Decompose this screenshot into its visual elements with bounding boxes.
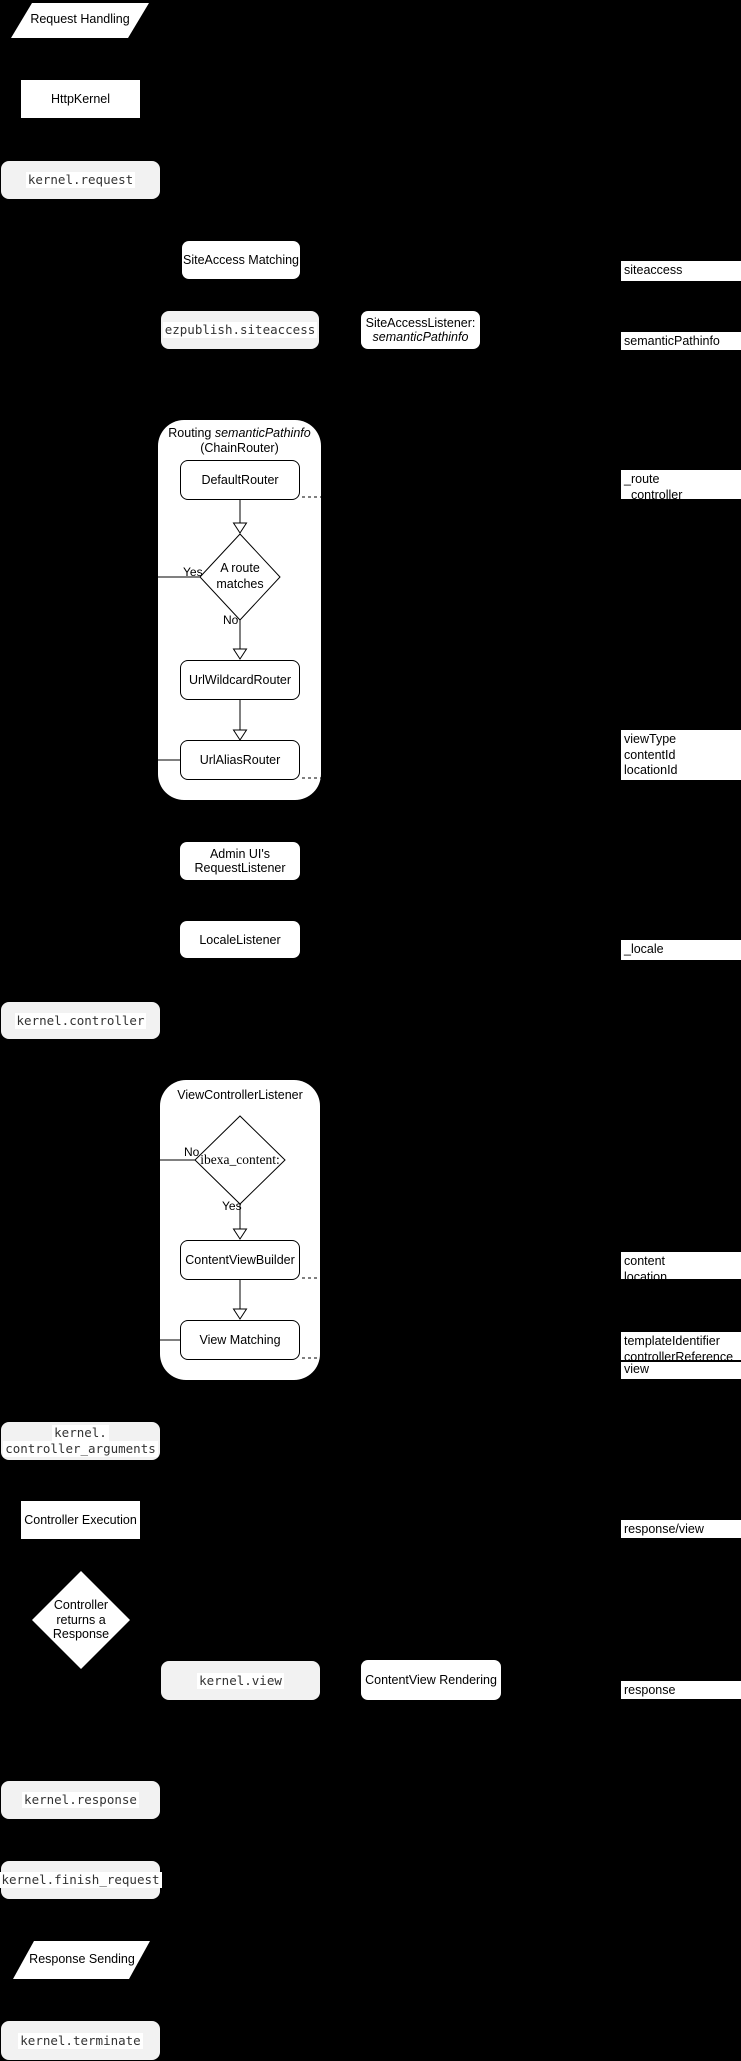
kernel-view-label: kernel.view xyxy=(197,1672,284,1689)
locationid-output-line: locationId xyxy=(624,763,678,777)
kernel-view-event: kernel.view xyxy=(161,1661,320,1700)
yes-label-routing: Yes xyxy=(183,565,203,579)
route-matches-line1: A route xyxy=(220,561,260,575)
viewtype-output-line: viewType xyxy=(624,732,677,746)
siteaccess-listener-box: SiteAccessListener: semanticPathinfo xyxy=(361,311,480,349)
routing-title-line2: (ChainRouter) xyxy=(200,441,279,455)
template-identifier-output-label: templateIdentifier controllerReference xyxy=(621,1332,741,1364)
kernel-controller-event: kernel.controller xyxy=(1,1002,160,1039)
request-handling-label: Request Handling xyxy=(30,12,130,26)
controller-reference-output-line: controllerReference xyxy=(624,1349,734,1364)
no-label-vcl: No xyxy=(184,1145,200,1159)
kernel-response-event: kernel.response xyxy=(1,1781,160,1819)
controller-returns-line3: Response xyxy=(52,1627,110,1641)
template-identifier-output-line: templateIdentifier xyxy=(624,1334,720,1348)
view-matching-box: View Matching xyxy=(180,1320,300,1360)
view-output-label: view xyxy=(621,1362,741,1379)
siteaccess-listener-line2: semanticPathinfo xyxy=(372,330,469,344)
url-alias-router-box: UrlAliasRouter xyxy=(180,740,300,780)
view-controller-listener-title: ViewControllerListener xyxy=(177,1088,303,1102)
route-output-line: _route xyxy=(624,472,660,486)
ezpublish-siteaccess-event: ezpublish.siteaccess xyxy=(161,311,319,349)
controller-returns-line1: Controller xyxy=(53,1598,109,1612)
routing-title-italic: semanticPathinfo xyxy=(214,426,311,440)
httpkernel-box: HttpKernel xyxy=(21,80,140,118)
response-view-output-label: response/view xyxy=(621,1520,741,1538)
admin-ui-line2: RequestListener xyxy=(194,861,286,875)
route-matches-line2: matches xyxy=(216,576,264,591)
kernel-controller-arguments-event: kernel. controller_arguments xyxy=(1,1422,160,1460)
kernel-terminate-event: kernel.terminate xyxy=(1,2021,160,2060)
response-output-label: response xyxy=(621,1681,741,1699)
ibexa-content-label: ibexa_content: xyxy=(200,1152,280,1167)
kernel-controller-label: kernel.controller xyxy=(14,1012,147,1029)
contentview-rendering-box: ContentView Rendering xyxy=(361,1660,501,1700)
location-output-line: location xyxy=(624,1269,668,1284)
route-controller-output-label: _route _controller xyxy=(621,470,741,502)
kernel-controller-arguments-line1: kernel. xyxy=(52,1425,109,1441)
viewtype-output-label: viewType contentId locationId xyxy=(621,730,741,780)
response-sending-label: Response Sending xyxy=(29,1952,135,1966)
route-matches-label: A route matches xyxy=(195,561,285,592)
content-output-line: content xyxy=(624,1254,666,1268)
kernel-terminate-label: kernel.terminate xyxy=(18,2032,143,2049)
yes-label-vcl: Yes xyxy=(222,1199,242,1213)
url-wildcard-router-box: UrlWildcardRouter xyxy=(180,660,300,700)
contentid-output-line: contentId xyxy=(624,747,676,762)
admin-ui-request-listener-box: Admin UI's RequestListener xyxy=(180,842,300,880)
locale-listener-box: LocaleListener xyxy=(180,921,300,958)
kernel-request-label: kernel.request xyxy=(25,172,136,188)
routing-container-title: Routing semanticPathinfo (ChainRouter) xyxy=(158,426,321,456)
routing-title-prefix: Routing xyxy=(168,426,215,440)
siteaccess-matching-box: SiteAccess Matching xyxy=(182,241,300,279)
ezpublish-siteaccess-label: ezpublish.siteaccess xyxy=(162,322,318,338)
kernel-finish-request-event: kernel.finish_request xyxy=(0,1861,162,1899)
kernel-controller-arguments-line2: controller_arguments xyxy=(3,1441,158,1457)
locale-output-label: _locale xyxy=(621,940,741,960)
kernel-request-event: kernel.request xyxy=(1,161,160,199)
kernel-response-label: kernel.response xyxy=(22,1792,139,1808)
kernel-finish-request-label: kernel.finish_request xyxy=(0,1872,162,1888)
controller-execution-box: Controller Execution xyxy=(21,1501,140,1539)
controller-returns-label: Controller returns a Response xyxy=(36,1598,126,1642)
admin-ui-line1: Admin UI's xyxy=(209,847,271,861)
siteaccess-output-label: siteaccess xyxy=(621,261,741,281)
content-view-builder-box: ContentViewBuilder xyxy=(180,1240,300,1280)
default-router-box: DefaultRouter xyxy=(180,460,300,500)
no-label-routing: No xyxy=(223,613,239,627)
content-location-output-label: content location xyxy=(621,1252,741,1284)
semantic-pathinfo-output-label: semanticPathinfo xyxy=(621,332,741,350)
siteaccess-listener-line1: SiteAccessListener: xyxy=(365,316,476,330)
controller-output-line: _controller xyxy=(624,487,683,502)
controller-returns-line2: returns a xyxy=(56,1612,106,1627)
